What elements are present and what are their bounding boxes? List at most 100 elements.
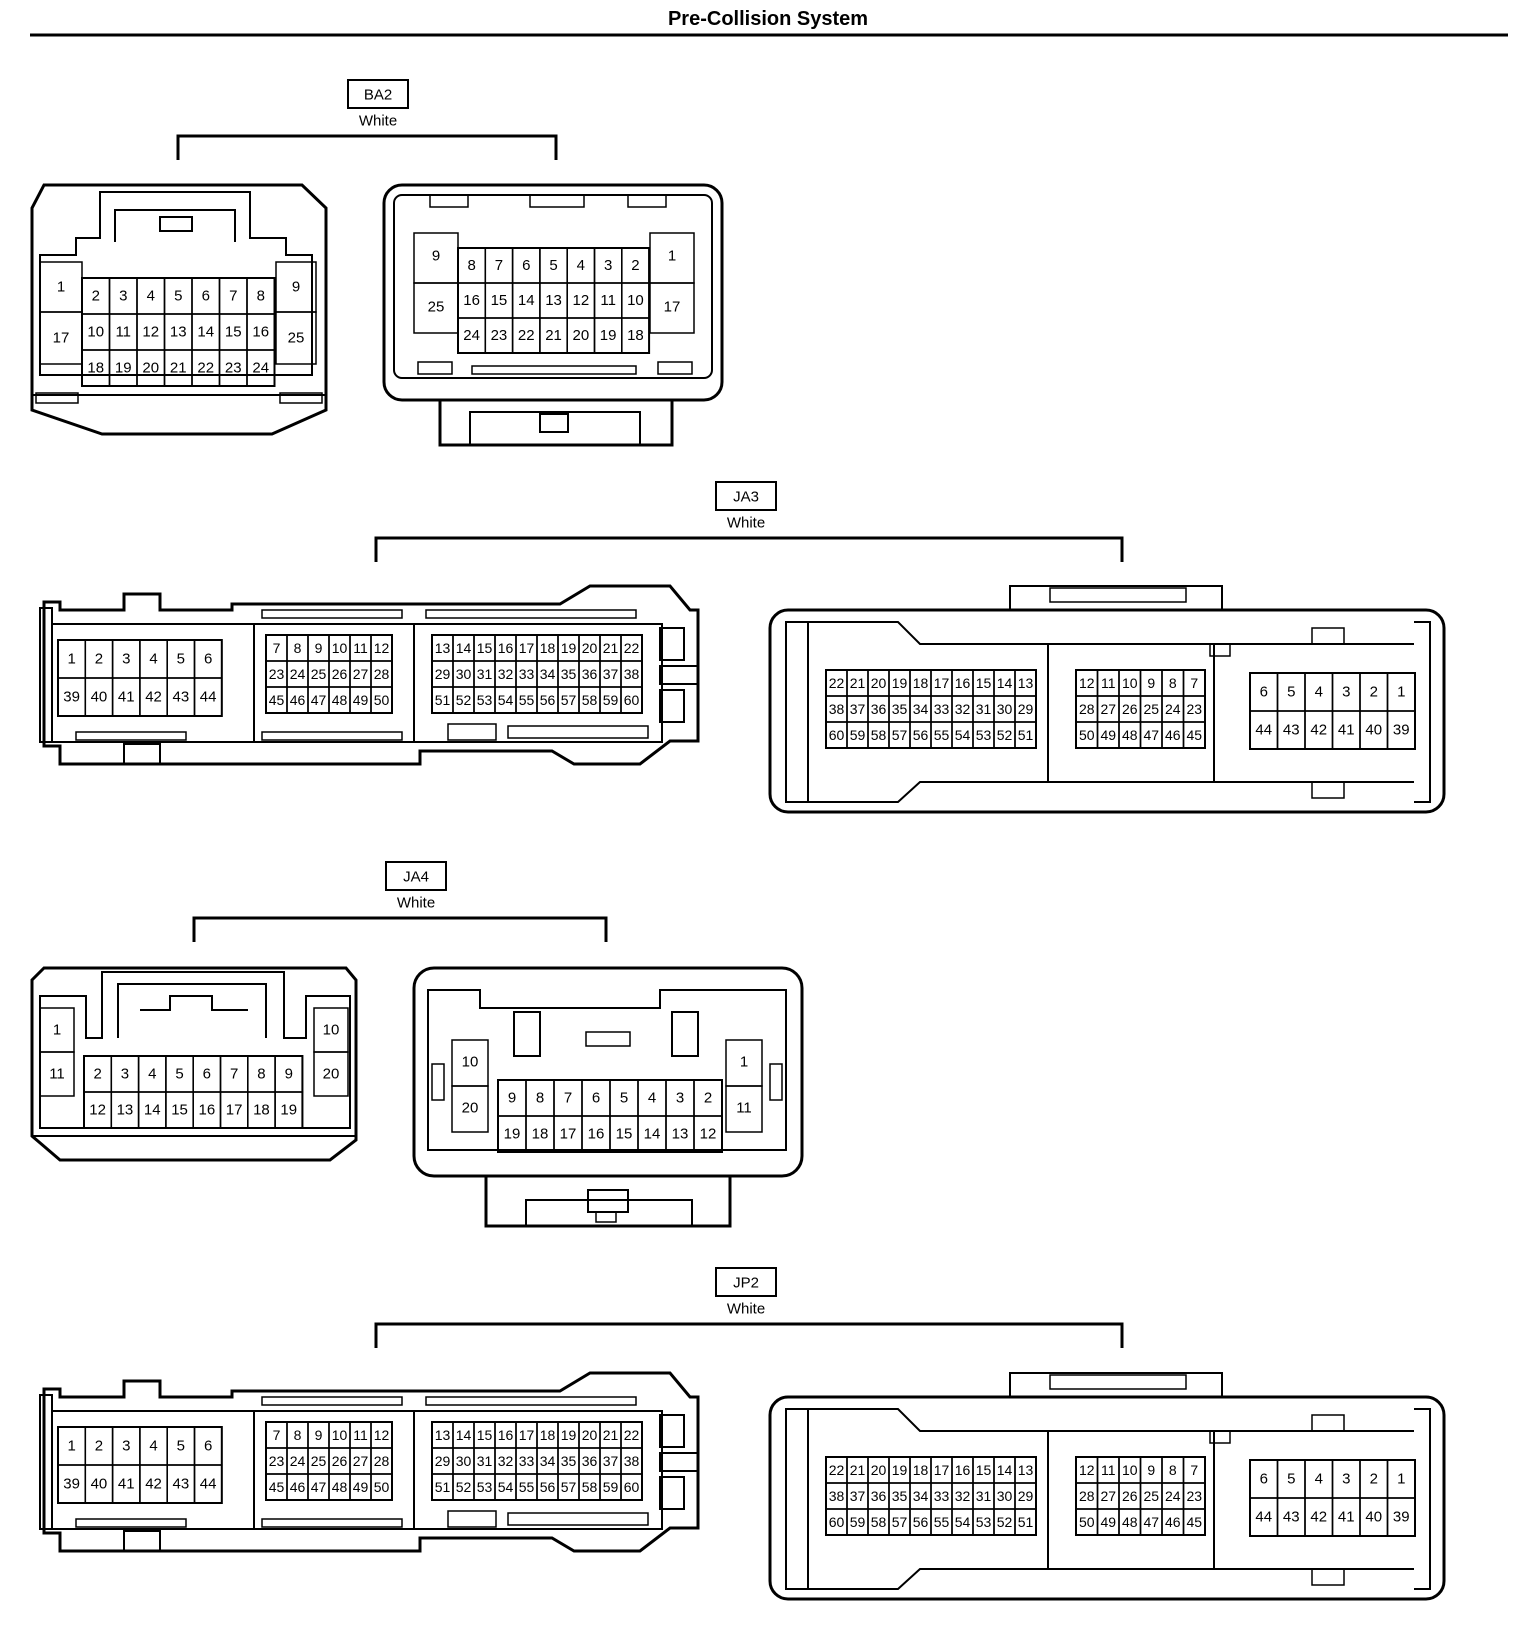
pin-number: 3 xyxy=(121,1066,129,1083)
rib xyxy=(513,1011,541,1057)
rib xyxy=(261,731,403,741)
pin-number: 38 xyxy=(829,701,845,717)
connector-color-label: White xyxy=(727,1301,765,1318)
rib xyxy=(75,731,187,741)
pin-block xyxy=(57,1426,223,1504)
pin-number: 15 xyxy=(491,292,508,309)
pin-number: 8 xyxy=(294,1427,302,1443)
connector-color-label: White xyxy=(359,113,397,130)
pin-number: 12 xyxy=(1079,675,1095,691)
end-cap xyxy=(1414,1408,1431,1590)
pin-number: 1 xyxy=(57,279,65,296)
pin-number: 49 xyxy=(1100,727,1116,743)
pin-number: 39 xyxy=(63,1476,80,1493)
pin-number: 16 xyxy=(498,640,514,656)
housing xyxy=(382,183,724,402)
pin-number: 34 xyxy=(913,1488,929,1504)
pin-number: 8 xyxy=(257,1066,265,1083)
pin-number: 36 xyxy=(871,1488,887,1504)
housing xyxy=(30,183,328,436)
end-cap xyxy=(785,621,809,803)
pin-number: 15 xyxy=(477,640,493,656)
pin-number: 56 xyxy=(913,727,929,743)
pin-number: 8 xyxy=(467,257,475,274)
pin-number: 6 xyxy=(1260,1471,1268,1488)
pin-number: 7 xyxy=(230,1066,238,1083)
rib xyxy=(447,723,497,741)
pin-number: 37 xyxy=(603,666,619,682)
housing xyxy=(30,966,358,1162)
pin-number: 58 xyxy=(871,1514,887,1530)
rib xyxy=(123,743,161,765)
pin-number: 28 xyxy=(1079,1488,1095,1504)
pin-number: 14 xyxy=(456,640,472,656)
pin-number: 32 xyxy=(955,1488,971,1504)
pin-cell xyxy=(451,1085,489,1133)
pin-number: 27 xyxy=(353,1453,369,1469)
pin-number: 22 xyxy=(624,1427,640,1443)
pin-number: 24 xyxy=(290,1453,306,1469)
connector-code-box xyxy=(715,1267,777,1297)
pin-number: 2 xyxy=(1370,684,1378,701)
pin-number: 1 xyxy=(53,1022,61,1039)
connector-code-box xyxy=(347,79,409,109)
pin-number: 21 xyxy=(850,1462,866,1478)
pin-number: 3 xyxy=(122,651,130,668)
pin-number: 38 xyxy=(829,1488,845,1504)
pin-number: 59 xyxy=(603,1479,619,1495)
pin-number: 60 xyxy=(624,692,640,708)
pin-number: 33 xyxy=(934,701,950,717)
pin-number: 18 xyxy=(913,1462,929,1478)
rib xyxy=(1209,1430,1231,1444)
pin-number: 27 xyxy=(353,666,369,682)
pin-number: 7 xyxy=(564,1090,572,1107)
latch xyxy=(659,1414,685,1448)
pin-number: 1 xyxy=(740,1054,748,1071)
pin-number: 7 xyxy=(1190,675,1198,691)
rib xyxy=(123,1530,161,1552)
pin-number: 17 xyxy=(934,675,950,691)
connector-code: BA2 xyxy=(364,87,392,104)
pin-number: 11 xyxy=(49,1066,65,1083)
pin-block xyxy=(457,247,651,354)
pin-number: 9 xyxy=(1147,1462,1155,1478)
pin-number: 33 xyxy=(934,1488,950,1504)
pin-number: 4 xyxy=(149,651,157,668)
pin-number: 20 xyxy=(573,327,590,344)
pin-number: 12 xyxy=(89,1102,106,1119)
pin-number: 16 xyxy=(252,324,269,341)
pin-number: 20 xyxy=(323,1066,340,1083)
pin-number: 6 xyxy=(202,288,210,305)
pin-number: 1 xyxy=(67,1438,75,1455)
pin-number: 6 xyxy=(522,257,530,274)
pin-number: 10 xyxy=(462,1054,479,1071)
pin-number: 37 xyxy=(603,1453,619,1469)
pin-number: 17 xyxy=(519,1427,535,1443)
pin-number: 51 xyxy=(435,692,451,708)
pin-number: 16 xyxy=(199,1102,216,1119)
pin-number: 14 xyxy=(518,292,535,309)
pin-number: 35 xyxy=(561,666,577,682)
pin-number: 53 xyxy=(976,1514,992,1530)
pin-block xyxy=(57,639,223,717)
pin-number: 17 xyxy=(226,1102,243,1119)
pin-number: 4 xyxy=(1315,684,1323,701)
rib xyxy=(769,1063,783,1101)
pin-number: 4 xyxy=(149,1438,157,1455)
pin-number: 5 xyxy=(177,1438,185,1455)
pin-number: 59 xyxy=(850,1514,866,1530)
pin-number: 57 xyxy=(892,1514,908,1530)
lock-inner xyxy=(525,1199,693,1226)
pin-number: 17 xyxy=(519,640,535,656)
pin-number: 30 xyxy=(456,666,472,682)
pin-number: 14 xyxy=(997,675,1013,691)
pin-number: 45 xyxy=(1186,727,1202,743)
latch xyxy=(659,1452,699,1472)
pin-number: 40 xyxy=(91,689,108,706)
pin-number: 15 xyxy=(171,1102,188,1119)
pin-number: 55 xyxy=(934,727,950,743)
pin-number: 47 xyxy=(1143,1514,1159,1530)
